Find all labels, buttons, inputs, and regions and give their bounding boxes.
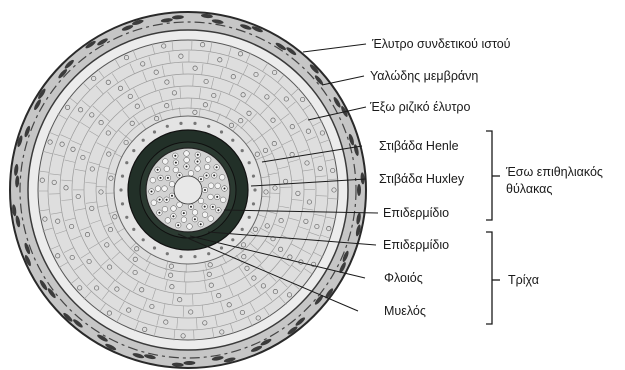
hair-medulla (174, 176, 202, 204)
leader-connective-sheath (303, 44, 366, 52)
hair-brace (486, 232, 500, 324)
group-label-inner-sheath-1: Έσω επιθηλιακός (505, 165, 603, 179)
inner-sheath-brace (486, 131, 500, 220)
group-label-hair: Τρίχα (508, 273, 539, 287)
label-glassy-membrane: Υαλώδης μεμβράνη (370, 69, 478, 83)
label-huxley-layer: Στιβάδα Huxley (379, 172, 465, 186)
group-label-inner-sheath-2: θύλακας (506, 182, 552, 196)
label-sheath-cuticle: Επιδερμίδιο (383, 206, 449, 220)
label-henle-layer: Στιβάδα Henle (379, 139, 459, 153)
label-connective-sheath: Έλυτρο συνδετικού ιστού (371, 37, 511, 51)
label-medulla: Μυελός (384, 304, 426, 318)
label-hair-cuticle: Επιδερμίδιο (383, 238, 449, 252)
follicle-cross-section (10, 12, 366, 368)
label-outer-root-sheath: Έξω ριζικό έλυτρο (369, 100, 471, 114)
label-cortex: Φλοιός (384, 271, 423, 285)
